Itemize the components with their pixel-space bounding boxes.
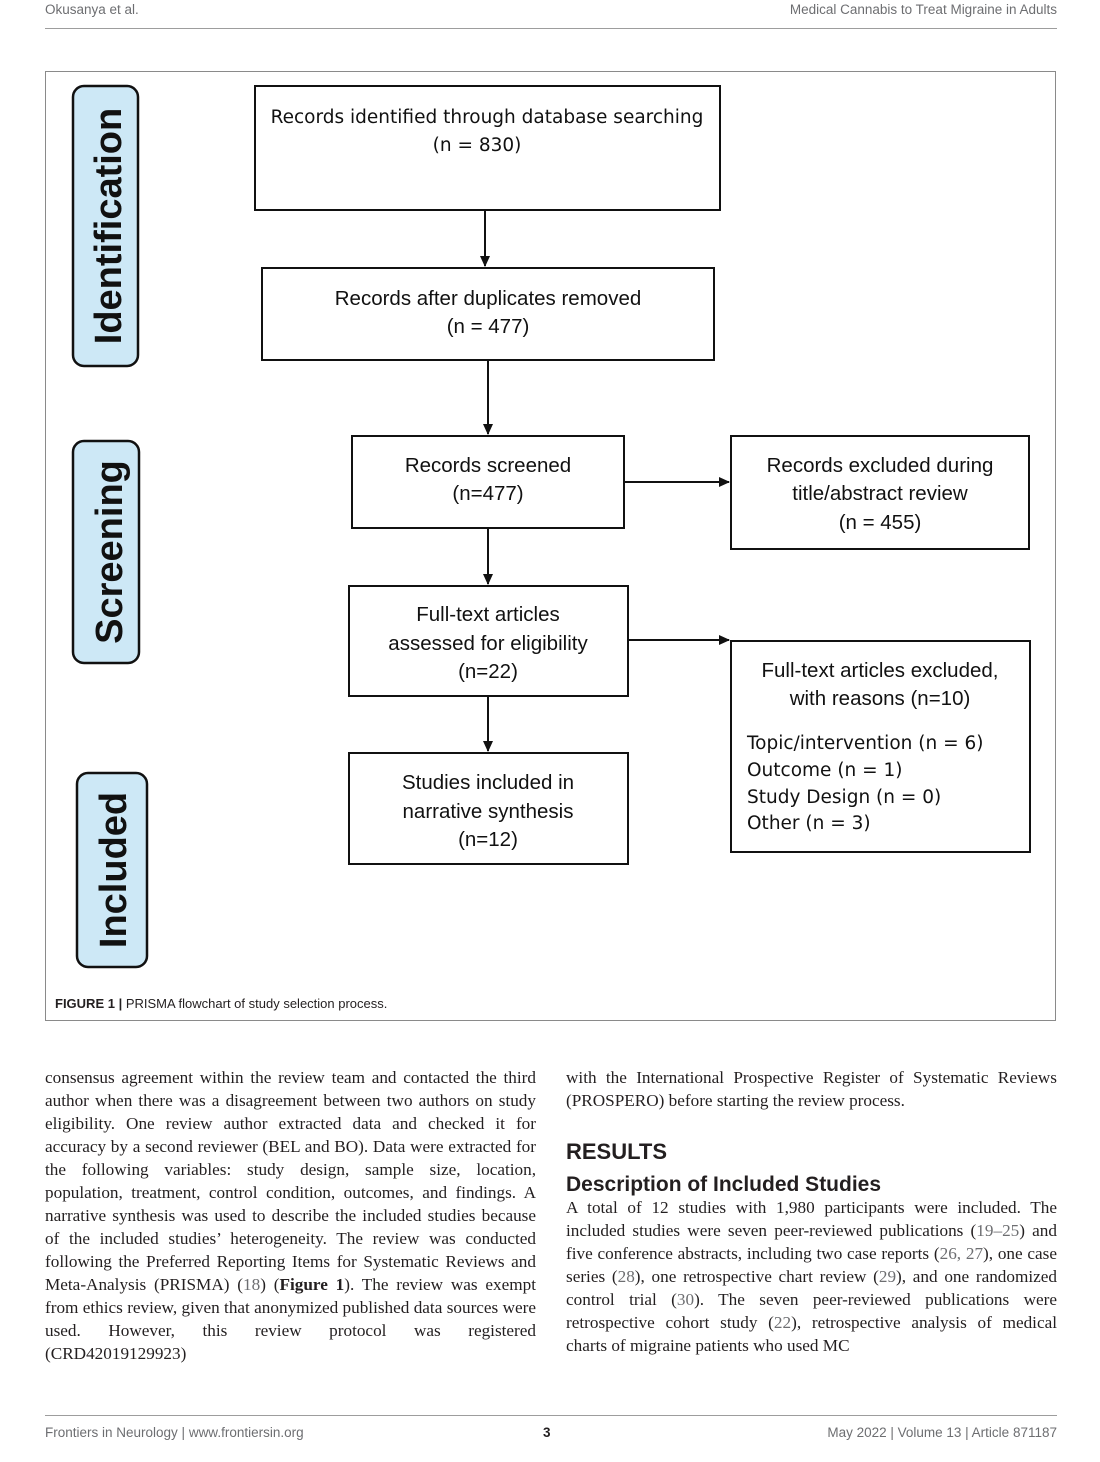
stage-screening-label: Screening — [89, 460, 131, 644]
footer-journal: Frontiers in Neurology | www.frontiersin… — [45, 1425, 304, 1440]
box-fulltext-excluded: Full-text articles excluded, with reason… — [730, 640, 1031, 853]
figure-frame — [45, 71, 1056, 1021]
results-heading: RESULTS — [566, 1139, 668, 1164]
figure-1-link[interactable]: Figure 1 — [279, 1275, 345, 1294]
methods-text-2: ) ( — [260, 1275, 280, 1294]
box-fulltext-line2: assessed for eligibility — [388, 632, 588, 655]
ref-link-19-25[interactable]: 19–25 — [976, 1221, 1020, 1240]
running-header-authors: Okusanya et al. — [45, 2, 139, 17]
methods-paragraph: consensus agreement within the review te… — [45, 1066, 536, 1365]
box-screened-line1: Records screened — [405, 454, 571, 477]
ref-link-18[interactable]: 18 — [243, 1275, 261, 1294]
prospero-paragraph: with the International Prospective Regis… — [566, 1068, 1057, 1110]
box-fulltext-assessed: Full-text articles assessed for eligibil… — [348, 585, 629, 697]
results-text-5: ), and one randomized control trial ( — [566, 1267, 1057, 1309]
box-included-line2: narrative synthesis — [403, 800, 574, 823]
results-text-6: ). The seven peer-reviewed publications … — [566, 1290, 1057, 1332]
box-records-identified-line2: (n = 830) — [433, 135, 522, 156]
box-studies-included: Studies included in narrative synthesis … — [348, 752, 629, 865]
box-included-line1: Studies included in — [402, 771, 574, 794]
box-excluded-line3: (n = 455) — [839, 511, 922, 534]
footer-issue: May 2022 | Volume 13 | Article 871187 — [827, 1425, 1057, 1440]
running-header-title: Medical Cannabis to Treat Migraine in Ad… — [789, 2, 1057, 17]
results-paragraph: A total of 12 studies with 1,980 partici… — [566, 1196, 1057, 1357]
box-excluded-line2: title/abstract review — [792, 482, 968, 505]
footer-rule — [45, 1415, 1057, 1416]
box-duplicates-line2: (n = 477) — [447, 315, 530, 338]
figure-caption-text: PRISMA flowchart of study selection proc… — [122, 996, 388, 1011]
box-screened-line2: (n=477) — [452, 482, 523, 505]
ref-link-22[interactable]: 22 — [773, 1313, 792, 1332]
prisma-flowchart: Identification Screening Included Record… — [71, 84, 1031, 969]
page-number: 3 — [543, 1425, 551, 1440]
methods-text-1: consensus agreement within the review te… — [45, 1068, 536, 1294]
box-duplicates-removed: Records after duplicates removed (n = 47… — [261, 267, 715, 361]
header-rule — [45, 28, 1057, 29]
figure-caption: FIGURE 1 | PRISMA flowchart of study sel… — [55, 996, 387, 1011]
left-column: consensus agreement within the review te… — [45, 1066, 536, 1365]
box-excluded-line1: Records excluded during — [767, 454, 994, 477]
exclusion-reason-design: Study Design (n = 0) — [747, 787, 941, 808]
stage-identification-label: Identification — [88, 108, 130, 344]
results-text-4: ), one retrospective chart review ( — [634, 1267, 879, 1286]
ref-link-30[interactable]: 30 — [676, 1290, 695, 1309]
stage-included-label: Included — [93, 792, 135, 948]
box-fulltext-line3: (n=22) — [458, 660, 518, 683]
results-text-1: A total of 12 studies with 1,980 partici… — [566, 1198, 1057, 1240]
box-included-line3: (n=12) — [458, 828, 518, 851]
box-ft-excluded-title1: Full-text articles excluded, — [762, 659, 999, 682]
results-text-7: ), retrospective analysis of medical cha… — [566, 1313, 1057, 1355]
box-records-identified: Records identified through database sear… — [254, 85, 721, 211]
results-text-3: ), one case series ( — [566, 1244, 1057, 1286]
box-ft-excluded-title2: with reasons (n=10) — [789, 687, 971, 710]
description-subheading: Description of Included Studies — [566, 1173, 882, 1196]
methods-text-3: ). The review was exempt from ethics rev… — [45, 1275, 536, 1363]
exclusion-reason-other: Other (n = 3) — [747, 813, 871, 834]
stage-identification: Identification — [71, 84, 140, 368]
box-records-excluded: Records excluded during title/abstract r… — [730, 435, 1030, 550]
stage-screening: Screening — [71, 439, 141, 665]
box-records-screened: Records screened (n=477) — [351, 435, 625, 529]
ref-link-28[interactable]: 28 — [617, 1267, 635, 1286]
results-text-2: ) and five conference abstracts, includi… — [566, 1221, 1057, 1263]
figure-caption-label: FIGURE 1 | — [55, 996, 123, 1011]
box-duplicates-line1: Records after duplicates removed — [335, 287, 642, 310]
ref-link-26-27[interactable]: 26, 27 — [939, 1244, 984, 1263]
box-fulltext-line1: Full-text articles — [416, 603, 560, 626]
ref-link-29[interactable]: 29 — [878, 1267, 897, 1286]
exclusion-reason-outcome: Outcome (n = 1) — [747, 760, 903, 781]
exclusion-reason-topic: Topic/intervention (n = 6) — [746, 733, 983, 754]
right-column: with the International Prospective Regis… — [566, 1066, 1057, 1357]
stage-included: Included — [75, 771, 149, 969]
box-records-identified-line1: Records identified through database sear… — [271, 107, 704, 128]
